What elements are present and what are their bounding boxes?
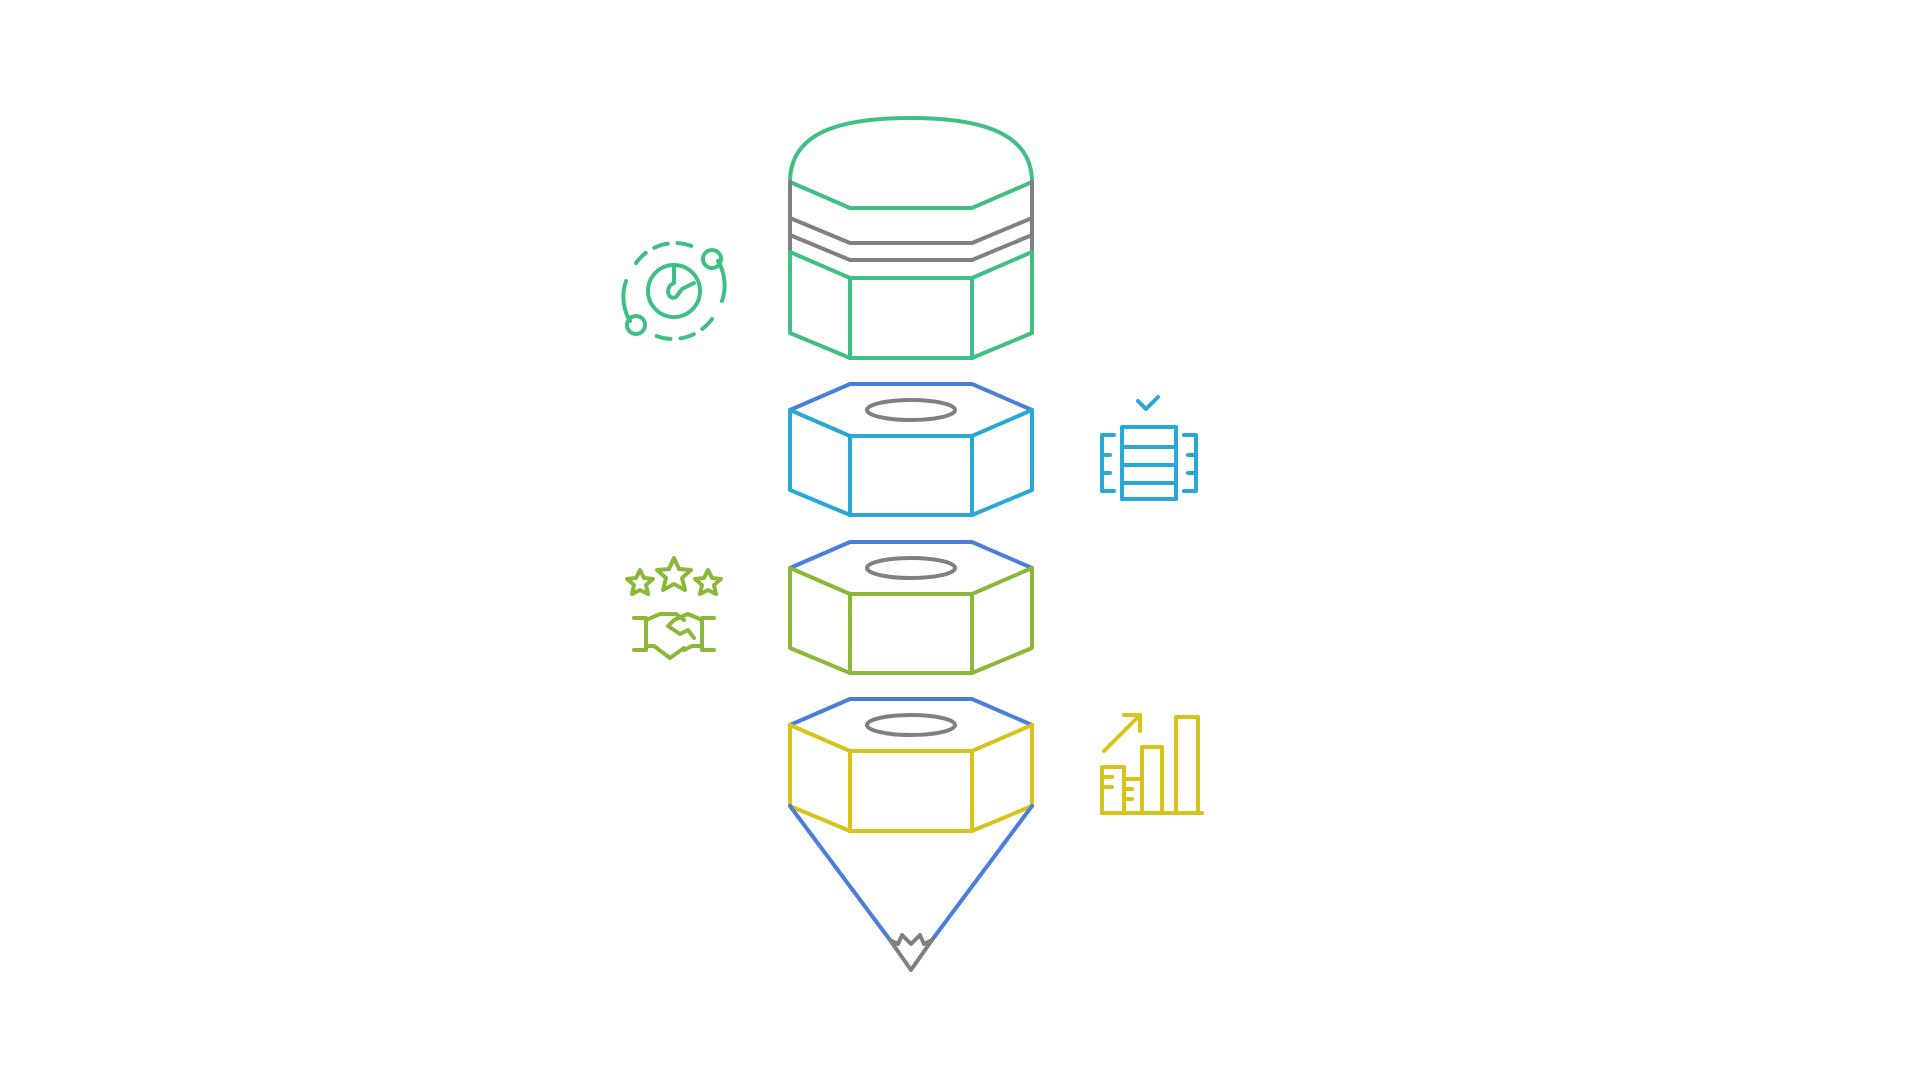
layer-4-block [788, 697, 1034, 833]
timer-orbit-icon [621, 241, 727, 341]
growth-bar-chart-icon [1100, 713, 1204, 815]
layer-2-block [788, 382, 1034, 517]
pencil-tip [788, 804, 1034, 972]
layer-3-block [788, 540, 1034, 675]
stacked-checklist-icon [1100, 395, 1198, 501]
eraser-cap [788, 116, 1034, 360]
stars-handshake-icon [625, 556, 723, 660]
